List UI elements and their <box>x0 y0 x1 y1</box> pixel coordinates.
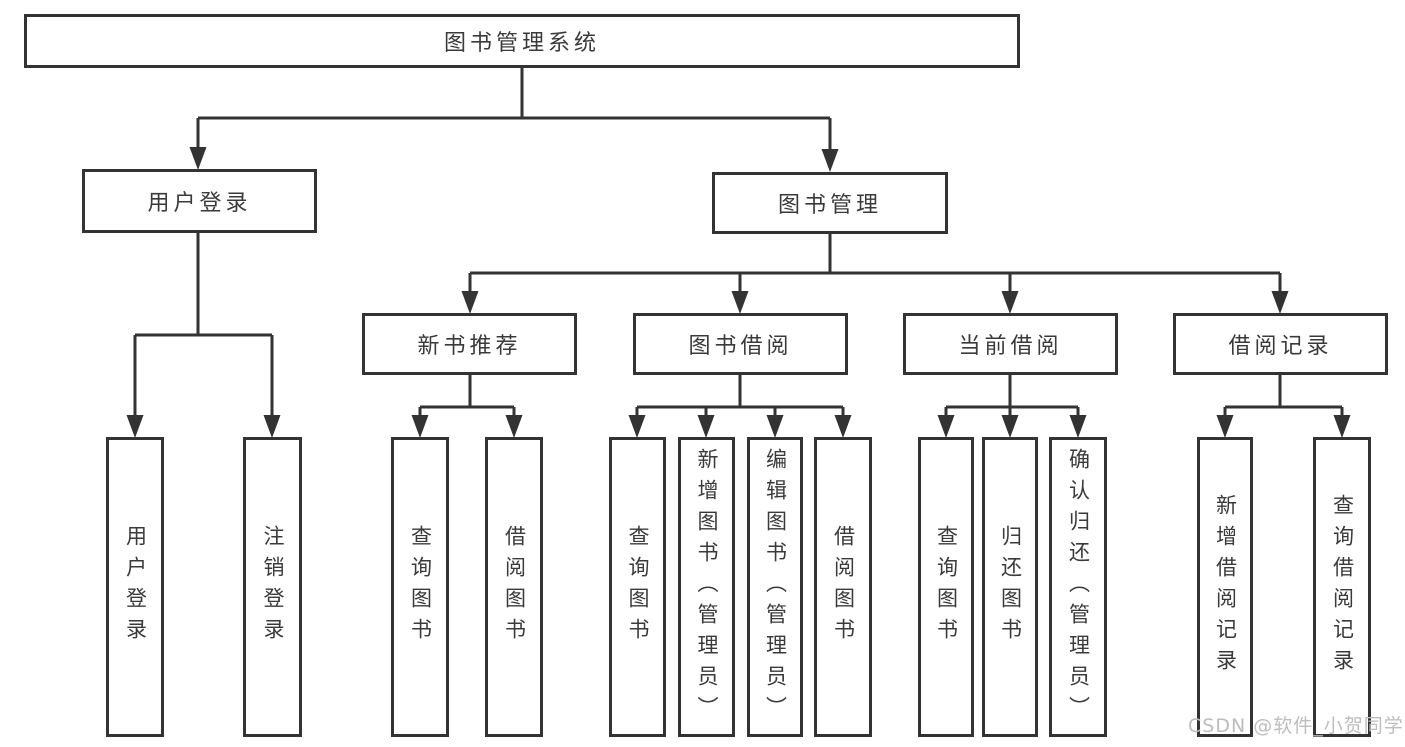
connector-new-book-children <box>411 375 523 438</box>
connector-current-borrow-children <box>937 375 1087 438</box>
node-user-login: 用户登录 <box>82 169 317 233</box>
connector-borrow-record-children <box>1216 375 1351 438</box>
leaf-label: 查询借阅记录 <box>1330 494 1355 680</box>
leaf-label: 查询图书 <box>408 525 433 649</box>
node-new-book-recommend: 新书推荐 <box>362 313 577 375</box>
node-label: 新书推荐 <box>417 334 522 359</box>
connector-root-to-level1 <box>189 68 839 172</box>
leaf-label: 查询图书 <box>626 525 650 649</box>
leaf-logout: 注销登录 <box>243 437 302 737</box>
node-book-borrowing: 图书借阅 <box>633 313 848 375</box>
connector-user-login-children <box>126 233 281 438</box>
leaf-label: 新增借阅记录 <box>1213 494 1238 680</box>
node-label: 当前借阅 <box>958 334 1063 359</box>
node-book-management-system: 图书管理系统 <box>24 14 1020 68</box>
leaf-recommend-query-book: 查询图书 <box>391 437 449 737</box>
node-label: 借阅记录 <box>1228 334 1333 359</box>
leaf-borrowing-borrow-book: 借阅图书 <box>814 437 872 737</box>
leaf-label: 注销登录 <box>261 525 285 649</box>
node-label: 图书管理系统 <box>443 31 600 56</box>
leaf-label: 借阅图书 <box>831 525 856 649</box>
leaf-current-query-book: 查询图书 <box>918 437 974 737</box>
leaf-records-query-record: 查询借阅记录 <box>1313 437 1371 737</box>
node-borrowing-records: 借阅记录 <box>1173 313 1388 375</box>
connector-book-mgmt-children <box>461 234 1289 314</box>
leaf-label: 编辑图书（管理员） <box>763 447 788 727</box>
leaf-borrowing-query-book: 查询图书 <box>609 437 666 737</box>
leaf-current-confirm-return-admin: 确认归还（管理员） <box>1049 437 1107 737</box>
leaf-label: 用户登录 <box>123 525 148 649</box>
leaf-label: 确认归还（管理员） <box>1066 447 1091 727</box>
node-book-management: 图书管理 <box>712 172 948 234</box>
leaf-current-return-book: 归还图书 <box>982 437 1038 737</box>
leaf-user-login: 用户登录 <box>106 437 164 737</box>
node-label: 用户登录 <box>147 191 252 216</box>
leaf-borrowing-add-book-admin: 新增图书（管理员） <box>678 437 735 737</box>
node-label: 图书借阅 <box>688 334 793 359</box>
leaf-label: 新增图书（管理员） <box>695 447 719 727</box>
leaf-label: 借阅图书 <box>502 525 527 649</box>
csdn-watermark: CSDN @软件_小贺同学 <box>1188 715 1404 737</box>
leaf-label: 归还图书 <box>998 525 1023 649</box>
leaf-label: 查询图书 <box>934 525 959 649</box>
connector-book-borrow-children <box>628 375 852 438</box>
node-label: 图书管理 <box>777 193 882 218</box>
leaf-borrowing-edit-book-admin: 编辑图书（管理员） <box>747 437 803 737</box>
leaf-records-add-record: 新增借阅记录 <box>1197 437 1253 737</box>
leaf-recommend-borrow-book: 借阅图书 <box>485 437 543 737</box>
node-current-borrowing: 当前借阅 <box>903 313 1118 375</box>
